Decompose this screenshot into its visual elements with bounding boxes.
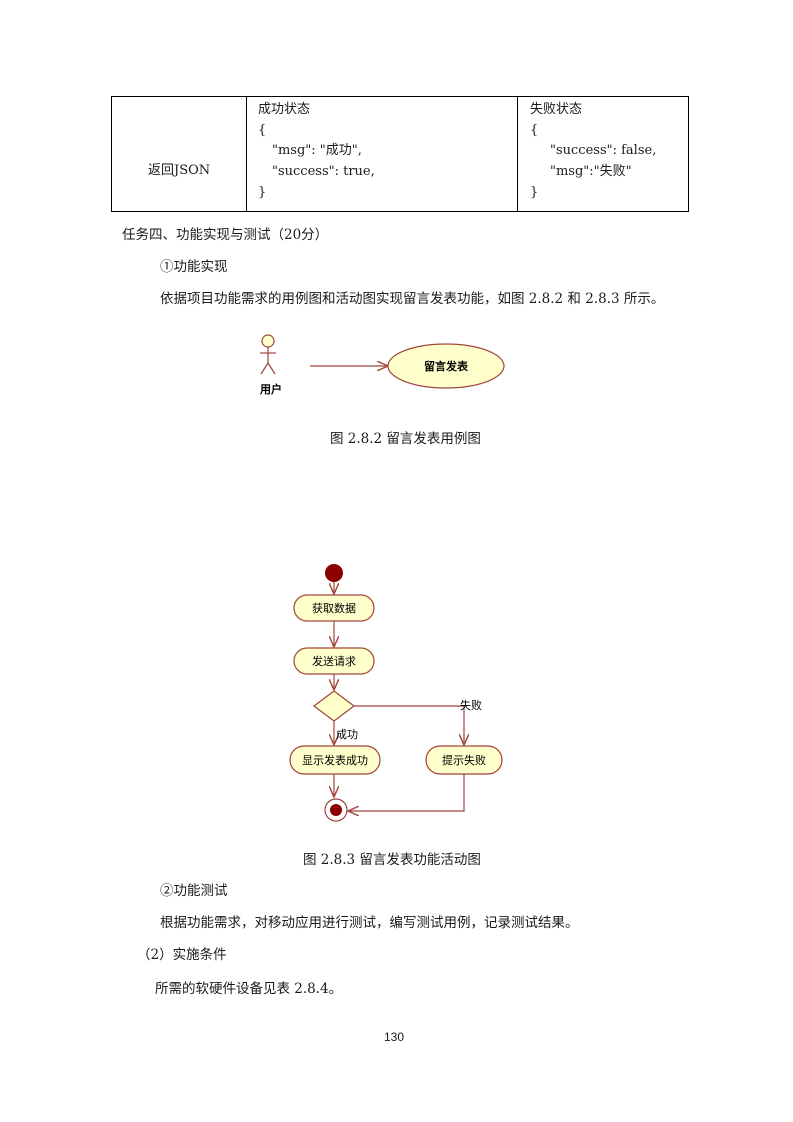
- fail-status-title: 失败状态: [530, 102, 583, 117]
- code-line: {: [530, 123, 539, 138]
- activity-show-fail-label: 提示失败: [442, 753, 486, 767]
- use-case-caption: 图 2.8.2 留言发表用例图: [330, 431, 481, 447]
- activity-show-success: [289, 745, 381, 775]
- activity-caption: 图 2.8.3 留言发表功能活动图: [303, 852, 481, 868]
- task-heading: 任务四、功能实现与测试（20分）: [122, 227, 329, 243]
- subsection-implementation: ①功能实现: [160, 259, 228, 275]
- use-case-label: 留言发表: [424, 359, 469, 373]
- subsection-testing: ②功能测试: [160, 883, 228, 899]
- activity-get-data-label: 获取数据: [312, 601, 356, 615]
- code-line: "success": true,: [272, 164, 375, 179]
- paragraph-conditions: 所需的软硬件设备见表 2.8.4。: [155, 981, 343, 997]
- paragraph-implementation: 依据项目功能需求的用例图和活动图实现留言发表功能，如图 2.8.2 和 2.8.…: [160, 291, 665, 307]
- activity-show-success-label: 显示发表成功: [302, 753, 368, 767]
- actor-label: 用户: [260, 382, 282, 396]
- section-conditions: （2）实施条件: [137, 947, 227, 963]
- row-label: 返回JSON: [148, 163, 211, 178]
- success-status-title: 成功状态: [258, 102, 311, 117]
- decision-node: [313, 690, 355, 722]
- activity-send-request-label: 发送请求: [312, 654, 356, 668]
- table-divider-2: [517, 97, 518, 211]
- guard-fail: 失败: [460, 698, 482, 712]
- use-case-diagram: 用户 留言发表: [260, 334, 505, 396]
- paragraph-testing: 根据功能需求，对移动应用进行测试，编写测试用例，记录测试结果。: [160, 915, 579, 931]
- table-divider-1: [246, 97, 247, 211]
- activity-diagram: 获取数据 发送请求 成功 显示发表成功 失败 提示失败: [289, 564, 503, 822]
- use-case-ellipse: [387, 343, 505, 389]
- guard-success: 成功: [336, 728, 358, 741]
- return-json-table: 返回JSON 成功状态 { "msg": "成功", "success": tr…: [111, 96, 689, 212]
- code-line: }: [530, 185, 539, 200]
- code-line: "msg":"失败": [550, 164, 632, 179]
- code-line: "msg": "成功",: [272, 143, 362, 158]
- actor-icon: [260, 334, 276, 375]
- start-node: [325, 564, 343, 582]
- code-line: }: [258, 185, 267, 200]
- page-number: 130: [384, 1030, 405, 1044]
- code-line: {: [258, 123, 267, 138]
- code-line: "success": false,: [550, 143, 657, 158]
